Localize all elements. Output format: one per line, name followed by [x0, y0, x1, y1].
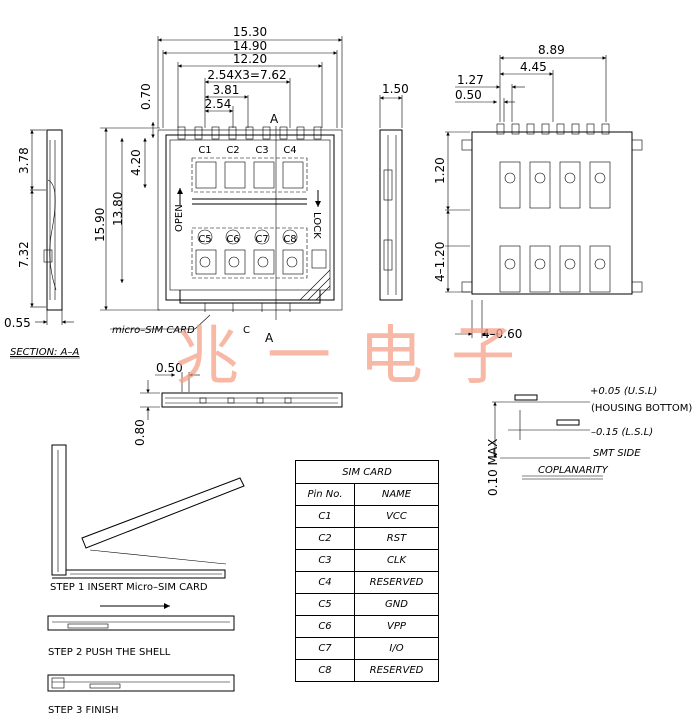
pin-label-c7: C7 [255, 234, 268, 245]
lsl-label: –0.15 (L.S.L) [591, 427, 653, 438]
pin-label-c8: C8 [283, 234, 296, 245]
bottom-view: 8.89 4.45 1.27 0.50 1.20 4–1.20 4–0.60 [433, 43, 643, 341]
table-title-row: SIM CARD [295, 460, 439, 484]
pin-cell: C1 [295, 505, 355, 528]
section-title: SECTION: A–A [10, 347, 79, 358]
pin-cell: C5 [295, 593, 355, 616]
section-view: 3.78 7.32 0.55 SECTION: A–A [4, 129, 80, 359]
name-cell: VPP [354, 615, 439, 638]
dim-4-20: 4.20 [129, 149, 143, 176]
dim-0-70: 0.70 [139, 83, 153, 110]
pin-label-c5: C5 [198, 234, 211, 245]
step-2-label: STEP 2 PUSH THE SHELL [48, 647, 171, 658]
pin-label-c4: C4 [283, 145, 296, 156]
name-cell: GND [354, 593, 439, 616]
step-3-illustration: STEP 3 FINISH [47, 674, 235, 716]
dim-1-50: 1.50 [382, 82, 409, 96]
dim-14-90: 14.90 [233, 39, 267, 53]
dim-3-78: 3.78 [17, 147, 31, 174]
smt-label: SMT SIDE [593, 448, 641, 459]
pin-label-c1: C1 [198, 145, 211, 156]
table-header-row: Pin No. NAME [295, 483, 439, 506]
lock-label: LOCK [311, 212, 322, 239]
section-mark-bottom: A [265, 331, 274, 345]
dim-3-81: 3.81 [213, 83, 240, 97]
pin-cell: C2 [295, 527, 355, 550]
pin-label-c6: C6 [226, 234, 239, 245]
table-title: SIM CARD [295, 460, 439, 484]
dim-0-55: 0.55 [4, 316, 31, 330]
step-1-label: STEP 1 INSERT Micro–SIM CARD [50, 582, 208, 593]
pin-cell: C8 [295, 659, 355, 682]
c-mark: C [243, 325, 250, 336]
step-2-illustration: STEP 2 PUSH THE SHELL [47, 603, 235, 658]
pin-label-c2: C2 [226, 145, 239, 156]
top-view: C1 C2 C3 C4 C5 C6 C7 C8 OPEN LOCK 15.30 … [93, 25, 343, 345]
dim-0-50-top: 0.50 [455, 88, 482, 102]
dim-1-20: 1.20 [433, 157, 447, 184]
pin-cell: C3 [295, 549, 355, 572]
max-label: 0.10 MAX [486, 439, 500, 496]
coplanarity-detail: +0.05 (U.S.L) (HOUSING BOTTOM) –0.15 (L.… [486, 386, 692, 496]
name-cell: RESERVED [354, 571, 439, 594]
dim-4-1-20: 4–1.20 [433, 242, 447, 282]
dim-pitch-total: 2.54X3=7.62 [207, 68, 286, 82]
watermark-text: 兆一电子 [175, 320, 515, 394]
dim-7-32: 7.32 [17, 241, 31, 268]
name-cell: VCC [354, 505, 439, 528]
dim-8-89: 8.89 [538, 43, 565, 57]
dim-2-54: 2.54 [205, 97, 232, 111]
dim-13-80: 13.80 [111, 192, 125, 226]
step-1-illustration: STEP 1 INSERT Micro–SIM CARD [50, 444, 245, 593]
name-cell: RST [354, 527, 439, 550]
side-view: 1.50 [379, 82, 409, 301]
housing-label: (HOUSING BOTTOM) [591, 403, 692, 414]
dim-12-20: 12.20 [233, 52, 267, 66]
section-mark-top: A [270, 112, 279, 126]
dim-0-80: 0.80 [133, 419, 147, 446]
dim-15-90: 15.90 [93, 208, 107, 242]
front-view: 0.50 0.80 [133, 361, 343, 446]
col-header-name: NAME [354, 483, 439, 506]
pin-cell: C6 [295, 615, 355, 638]
name-cell: I/O [354, 637, 439, 660]
dim-4-0-60: 4–0.60 [482, 327, 522, 341]
usl-label: +0.05 (U.S.L) [590, 386, 657, 397]
dim-15-30: 15.30 [233, 25, 267, 39]
step-3-label: STEP 3 FINISH [48, 705, 119, 716]
pin-label-c3: C3 [255, 145, 268, 156]
dim-4-45: 4.45 [520, 60, 547, 74]
pin-cell: C4 [295, 571, 355, 594]
name-cell: RESERVED [354, 659, 439, 682]
open-label: OPEN [174, 204, 185, 232]
pin-cell: C7 [295, 637, 355, 660]
dim-0-50-front: 0.50 [156, 361, 183, 375]
dim-1-27: 1.27 [457, 73, 484, 87]
card-label: micro–SIM CARD [112, 325, 195, 336]
coplanarity-title: COPLANARITY [538, 465, 609, 476]
name-cell: CLK [354, 549, 439, 572]
col-header-pin: Pin No. [295, 483, 355, 506]
